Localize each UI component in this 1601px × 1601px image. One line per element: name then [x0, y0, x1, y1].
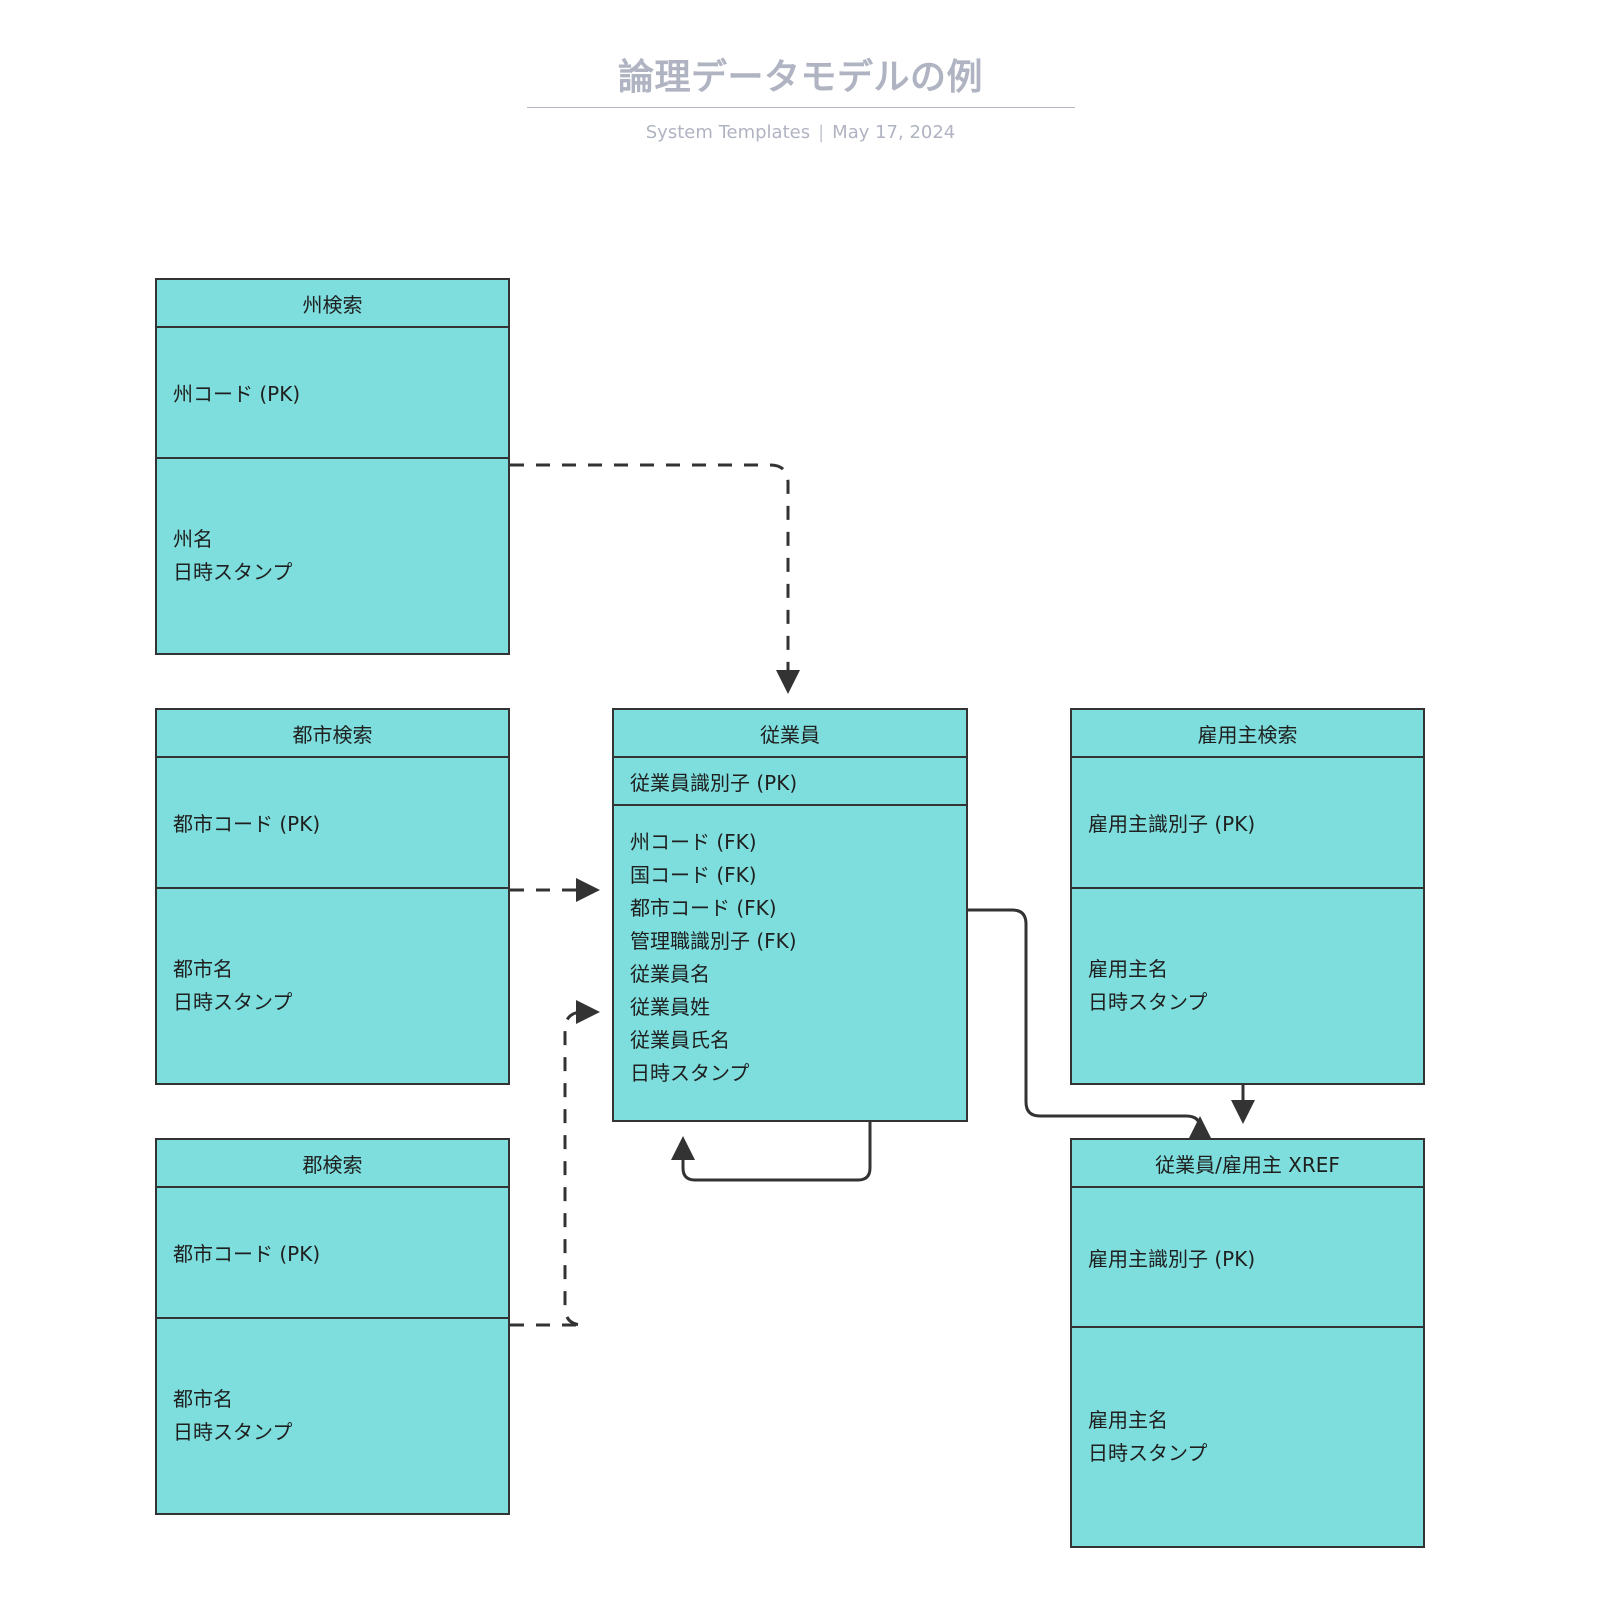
entity-title: 雇用主検索	[1072, 710, 1423, 758]
entity-employee-employer-xref[interactable]: 従業員/雇用主 XREF 雇用主識別子 (PK) 雇用主名 日時スタンプ	[1070, 1138, 1425, 1548]
attribute-item: 日時スタンプ	[173, 990, 293, 1014]
entity-primary-key: 州コード (PK)	[157, 328, 508, 459]
attribute-item: 日時スタンプ	[1088, 1441, 1208, 1465]
entity-employer-lookup[interactable]: 雇用主検索 雇用主識別子 (PK) 雇用主名 日時スタンプ	[1070, 708, 1425, 1085]
entity-title: 郡検索	[157, 1140, 508, 1188]
subtitle-source: System Templates	[645, 122, 811, 144]
attribute-item: 雇用主名	[1088, 957, 1168, 981]
document-header: 論理データモデルの例 System Templates | May 17, 2024	[0, 0, 1601, 143]
title-divider	[526, 107, 1075, 109]
attribute-item: 都市名	[173, 1387, 233, 1411]
attribute-item: 国コード (FK)	[630, 863, 757, 887]
attribute-item: 日時スタンプ	[173, 560, 293, 584]
entity-attributes: 州名 日時スタンプ	[157, 459, 508, 653]
subtitle-date: May 17, 2024	[832, 122, 956, 144]
attribute-item: 都市コード (FK)	[630, 896, 777, 920]
connector-county-to-employee	[510, 1000, 600, 1327]
connector-state-to-employee	[510, 463, 800, 694]
entity-primary-key: 雇用主識別子 (PK)	[1072, 1188, 1423, 1328]
attribute-item: 雇用主名	[1088, 1408, 1168, 1432]
entity-primary-key: 都市コード (PK)	[157, 758, 508, 889]
entity-title: 州検索	[157, 280, 508, 328]
entity-primary-key: 雇用主識別子 (PK)	[1072, 758, 1423, 889]
entity-primary-key: 都市コード (PK)	[157, 1188, 508, 1319]
attribute-item: 州名	[173, 527, 213, 551]
entity-title: 従業員/雇用主 XREF	[1072, 1140, 1423, 1188]
entity-state-lookup[interactable]: 州検索 州コード (PK) 州名 日時スタンプ	[155, 278, 510, 655]
entity-county-lookup[interactable]: 郡検索 都市コード (PK) 都市名 日時スタンプ	[155, 1138, 510, 1515]
attribute-item: 日時スタンプ	[173, 1420, 293, 1444]
entity-attributes: 雇用主名 日時スタンプ	[1072, 1328, 1423, 1546]
entity-attributes: 都市名 日時スタンプ	[157, 1319, 508, 1513]
entity-city-lookup[interactable]: 都市検索 都市コード (PK) 都市名 日時スタンプ	[155, 708, 510, 1085]
attribute-item: 州コード (FK)	[630, 830, 757, 854]
attribute-item: 従業員名	[630, 962, 710, 986]
attribute-item: 日時スタンプ	[630, 1061, 750, 1085]
entity-attributes: 雇用主名 日時スタンプ	[1072, 889, 1423, 1083]
entity-title: 従業員	[614, 710, 966, 758]
entity-primary-key: 従業員識別子 (PK)	[614, 758, 966, 806]
page-subtitle: System Templates | May 17, 2024	[0, 108, 1601, 143]
entity-title: 都市検索	[157, 710, 508, 758]
attribute-item: 管理職識別子 (FK)	[630, 929, 797, 953]
entity-attributes: 州コード (FK) 国コード (FK) 都市コード (FK) 管理職識別子 (F…	[614, 806, 966, 1120]
subtitle-separator: |	[818, 122, 825, 144]
attribute-item: 都市名	[173, 957, 233, 981]
connector-employee-self	[671, 1122, 872, 1182]
attribute-item: 従業員姓	[630, 995, 710, 1019]
page-title: 論理データモデルの例	[617, 57, 983, 98]
entity-attributes: 都市名 日時スタンプ	[157, 889, 508, 1083]
entity-employee[interactable]: 従業員 従業員識別子 (PK) 州コード (FK) 国コード (FK) 都市コー…	[612, 708, 968, 1122]
attribute-item: 日時スタンプ	[1088, 990, 1208, 1014]
attribute-item: 従業員氏名	[630, 1028, 730, 1052]
